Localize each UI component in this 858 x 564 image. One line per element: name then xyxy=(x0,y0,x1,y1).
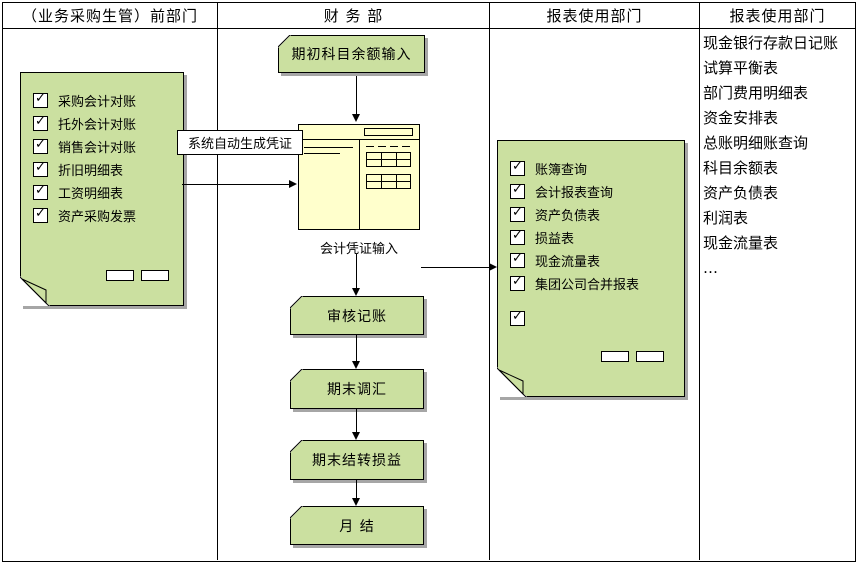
checkbox-checked-icon xyxy=(33,183,48,200)
checklist-item-label: 集团公司合并报表 xyxy=(535,278,640,293)
page-indicator-box xyxy=(106,270,134,281)
folded-corner-icon xyxy=(290,506,303,519)
checklist-item: 会计报表查询 xyxy=(510,180,678,203)
page-indicator-box xyxy=(636,351,664,362)
arrow-right-note-to-ledger xyxy=(182,180,297,188)
arrow-down xyxy=(352,254,360,296)
report-list-item: 现金流量表 xyxy=(703,234,779,252)
page-indicator xyxy=(106,270,169,281)
period-end-revaluation-card: 期末调汇 xyxy=(290,369,424,409)
folded-corner-icon xyxy=(20,276,50,306)
column-header-finance-dept: 财 务 部 xyxy=(323,7,384,25)
checklist-item-label: 资产采购发票 xyxy=(58,210,137,225)
checkbox-checked-icon xyxy=(33,91,48,108)
folded-corner-icon xyxy=(290,440,303,453)
checkbox-checked-icon xyxy=(510,309,525,326)
checkbox-checked-icon xyxy=(33,137,48,154)
arrow-down xyxy=(352,335,360,369)
checklist-item: 折旧明细表 xyxy=(33,158,177,181)
column-divider xyxy=(489,3,490,560)
checklist-item-label: 销售会计对账 xyxy=(58,141,137,156)
checklist-item: 集团公司合并报表 xyxy=(510,272,678,295)
column-header-report-users-1: 报表使用部门 xyxy=(546,7,643,25)
checklist-item-label: 资产负债表 xyxy=(535,209,601,224)
checklist-item: 现金流量表 xyxy=(510,249,678,272)
checkbox-checked-icon xyxy=(33,114,48,131)
report-name-list: 现金银行存款日记账 试算平衡表 部门费用明细表 资金安排表 总账明细账查询 科目… xyxy=(703,31,855,281)
checklist-item: 账簿查询 xyxy=(510,157,678,180)
report-list-item: 资金安排表 xyxy=(703,109,779,127)
report-list-item: 部门费用明细表 xyxy=(703,84,809,102)
checkbox-checked-icon xyxy=(510,274,525,291)
month-end-close-card: 月 结 xyxy=(290,506,424,545)
checklist-item: 销售会计对账 xyxy=(33,135,177,158)
checklist-item-label: 工资明细表 xyxy=(58,187,124,202)
checklist-item: 工资明细表 xyxy=(33,181,177,204)
checklist-item-label: 折旧明细表 xyxy=(58,164,124,179)
page-indicator-box xyxy=(141,270,169,281)
checklist-item: 资产负债表 xyxy=(510,203,678,226)
arrow-down xyxy=(352,409,360,440)
report-list-item: 试算平衡表 xyxy=(703,59,779,77)
checklist-item-label: 账簿查询 xyxy=(535,163,588,178)
checkbox-checked-icon xyxy=(510,159,525,176)
checkbox-checked-icon xyxy=(33,160,48,177)
report-list-item: 资产负债表 xyxy=(703,184,779,202)
source-documents-note: 采购会计对账 托外会计对账 销售会计对账 折旧明细表 工资明细表 资产采购发票 xyxy=(20,72,184,306)
checkbox-checked-icon xyxy=(510,205,525,222)
checkbox-checked-icon xyxy=(510,182,525,199)
checklist-item xyxy=(510,307,678,330)
checkbox-checked-icon xyxy=(33,206,48,223)
header-divider xyxy=(3,28,855,29)
checkbox-checked-icon xyxy=(510,251,525,268)
checklist-item-label: 损益表 xyxy=(535,232,575,247)
page-indicator xyxy=(601,351,664,362)
initial-balance-card: 期初科目余额输入 xyxy=(278,35,425,73)
period-end-transfer-label: 期末结转损益 xyxy=(312,453,402,469)
page-indicator-box xyxy=(601,351,629,362)
checklist-item-label: 会计报表查询 xyxy=(535,186,614,201)
report-list-item: 利润表 xyxy=(703,209,749,227)
checklist-item-label: 托外会计对账 xyxy=(58,118,137,133)
folded-corner-icon xyxy=(497,367,527,397)
report-list-item: 现金银行存款日记账 xyxy=(703,34,839,52)
checklist-item: 损益表 xyxy=(510,226,678,249)
column-divider xyxy=(217,3,218,560)
voucher-input-caption: 会计凭证输入 xyxy=(319,242,398,257)
checklist-item: 采购会计对账 xyxy=(33,89,177,112)
checklist-item-label: 采购会计对账 xyxy=(58,95,137,110)
arrow-down xyxy=(352,480,360,506)
audit-posting-card: 审核记账 xyxy=(290,296,424,335)
arrow-right-to-report-note xyxy=(421,263,497,271)
checkbox-checked-icon xyxy=(510,228,525,245)
period-end-revaluation-label: 期末调汇 xyxy=(327,382,387,398)
report-list-item: 科目余额表 xyxy=(703,159,779,177)
column-divider xyxy=(699,3,700,560)
report-usage-note: 账簿查询 会计报表查询 资产负债表 损益表 现金流量表 集团公司合并报表 xyxy=(497,140,685,397)
initial-balance-label: 期初科目余额输入 xyxy=(291,47,412,63)
month-end-close-label: 月 结 xyxy=(339,518,375,535)
column-header-report-users-2: 报表使用部门 xyxy=(729,7,826,25)
report-usage-checklist: 账簿查询 会计报表查询 资产负债表 损益表 现金流量表 集团公司合并报表 xyxy=(510,157,678,330)
column-header-front-dept: （业务采购生管）前部门 xyxy=(21,7,198,25)
audit-posting-label: 审核记账 xyxy=(327,308,387,325)
report-list-item: … xyxy=(703,259,718,277)
auto-voucher-label: 系统自动生成凭证 xyxy=(177,130,303,155)
arrow-down xyxy=(352,76,360,122)
folded-corner-icon xyxy=(290,296,303,309)
checklist-item: 托外会计对账 xyxy=(33,112,177,135)
source-documents-checklist: 采购会计对账 托外会计对账 销售会计对账 折旧明细表 工资明细表 资产采购发票 xyxy=(33,89,177,227)
folded-corner-icon xyxy=(278,35,291,48)
checklist-item-label: 现金流量表 xyxy=(535,255,601,270)
checklist-item: 资产采购发票 xyxy=(33,204,177,227)
folded-corner-icon xyxy=(290,369,303,382)
period-end-transfer-card: 期末结转损益 xyxy=(290,440,424,480)
report-list-item: 总账明细账查询 xyxy=(703,134,809,152)
ledger-book-icon xyxy=(298,124,420,230)
